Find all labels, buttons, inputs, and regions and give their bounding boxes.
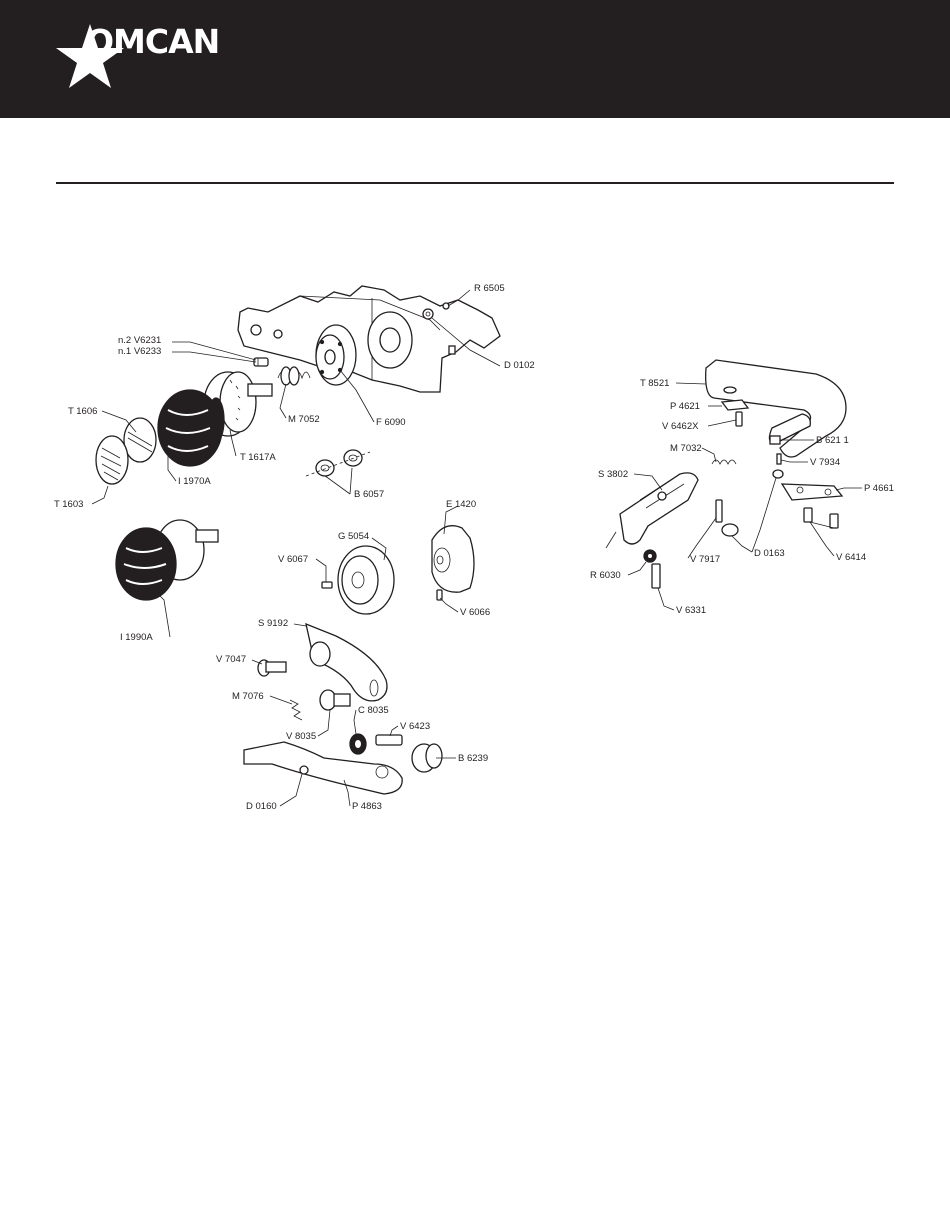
v6423-screw [376, 735, 402, 745]
label-v8035: V 8035 [286, 731, 316, 742]
label-v6462x: V 6462X [662, 421, 699, 432]
r6030-washer [644, 550, 656, 562]
label-d0160: D 0160 [246, 801, 277, 812]
t1603-disc [96, 436, 128, 484]
label-i1990a: I 1990A [120, 632, 153, 643]
d0163-nut [722, 470, 783, 536]
m7052-spring [278, 367, 310, 385]
e1420-cam [432, 526, 474, 592]
label-v7934: V 7934 [810, 457, 840, 468]
g5054-wheel [338, 546, 394, 614]
b6211-bushing [770, 436, 780, 444]
v6231-screw [254, 358, 268, 366]
label-b6057: B 6057 [354, 489, 384, 500]
b6057-bushing [306, 450, 370, 476]
label-v6067: V 6067 [278, 554, 308, 565]
label-p4863: P 4863 [352, 801, 382, 812]
label-n2-v6231: n.2 V6231 [118, 335, 161, 346]
label-v7917: V 7917 [690, 554, 720, 565]
label-d0163: D 0163 [754, 548, 785, 559]
v7917-pin [716, 500, 722, 522]
label-i1970a: I 1970A [178, 476, 211, 487]
v7047-pin [258, 660, 286, 676]
label-g5054: G 5054 [338, 531, 369, 542]
label-n1-v6233: n.1 V6233 [118, 346, 161, 357]
label-p4621: P 4621 [670, 401, 700, 412]
v7934-pin [777, 454, 781, 464]
label-m7052: M 7052 [288, 414, 320, 425]
label-d0102: D 0102 [504, 360, 535, 371]
label-v6066: V 6066 [460, 607, 490, 618]
p4661-plate [782, 484, 842, 500]
v6462x-screw [736, 412, 742, 426]
s9192-lever [306, 624, 387, 701]
label-s9192: S 9192 [258, 618, 288, 629]
label-t1606: T 1606 [68, 406, 97, 417]
s3802-slide [606, 473, 698, 548]
i1970a-knob [158, 390, 224, 466]
label-t8521: T 8521 [640, 378, 669, 389]
t1606-disc [124, 418, 156, 462]
label-f6090: F 6090 [376, 417, 406, 428]
label-b6211: B 621 1 [816, 435, 849, 446]
label-t1617a: T 1617A [240, 452, 276, 463]
label-t1603: T 1603 [54, 499, 83, 510]
label-b6239: B 6239 [458, 753, 488, 764]
label-s3802: S 3802 [598, 469, 628, 480]
v8035-pin [320, 690, 350, 710]
label-c8035: C 8035 [358, 705, 389, 716]
i1990a-knob [116, 520, 218, 600]
housing-frame [238, 286, 500, 392]
label-v6414: V 6414 [836, 552, 866, 563]
label-v6423: V 6423 [400, 721, 430, 732]
label-e1420: E 1420 [446, 499, 476, 510]
label-v7047: V 7047 [216, 654, 246, 665]
label-r6505: R 6505 [474, 283, 505, 294]
label-p4661: P 4661 [864, 483, 894, 494]
label-m7032: M 7032 [670, 443, 702, 454]
label-m7076: M 7076 [232, 691, 264, 702]
c8035-collar [350, 734, 366, 754]
v6066-screw [437, 590, 442, 600]
v6331-screw [652, 564, 660, 588]
p4863-arm [244, 742, 402, 794]
v6067-screw [322, 582, 332, 588]
label-r6030: R 6030 [590, 570, 621, 581]
f6090-flange [316, 325, 356, 385]
label-v6331: V 6331 [676, 605, 706, 616]
m7076-spring [290, 700, 302, 720]
